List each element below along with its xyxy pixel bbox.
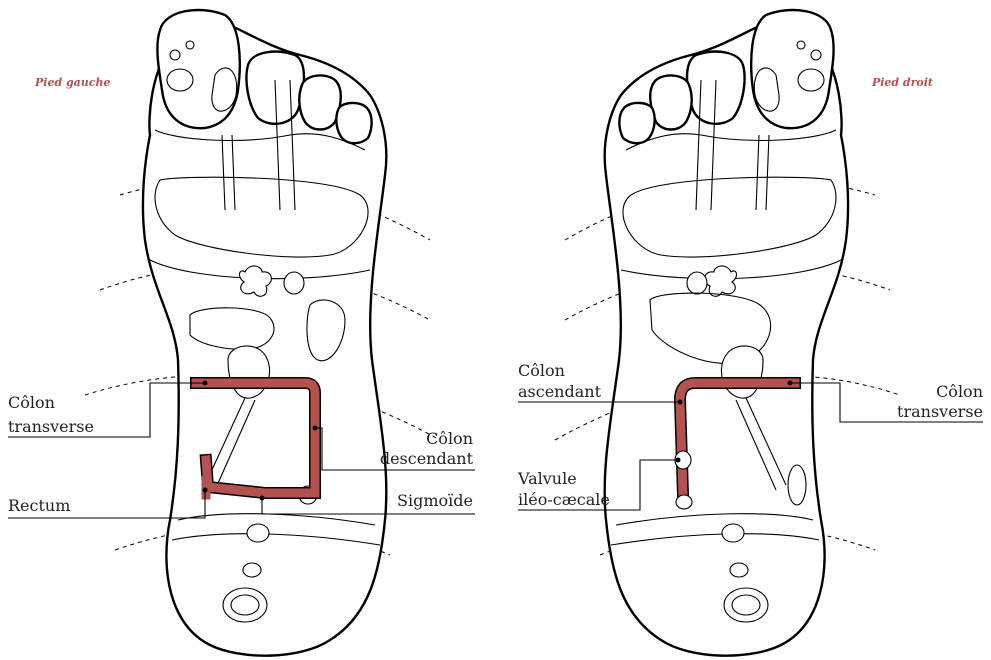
zone-heel xyxy=(247,524,269,542)
toe-4 xyxy=(619,103,654,143)
toe-zone xyxy=(797,41,805,49)
leader-dot xyxy=(313,426,318,431)
leader-dot xyxy=(203,488,208,493)
big-toe xyxy=(751,10,833,128)
leader-dot xyxy=(260,496,265,501)
zone-heel xyxy=(724,588,768,622)
right-foot: Pied droit Côlon ascendant Valvule iléo-… xyxy=(517,10,983,656)
toe-zone xyxy=(167,69,193,91)
leader-dot xyxy=(788,381,793,386)
zone-bladder xyxy=(788,465,806,505)
toe-3 xyxy=(650,75,691,129)
leader-dot xyxy=(203,381,208,386)
toe-zone xyxy=(798,69,824,91)
label-colon-descendant: Côlon xyxy=(426,429,473,448)
label-colon-descendant-2: descendant xyxy=(380,449,474,468)
label-colon-transverse-left: Côlon xyxy=(8,393,55,412)
label-rectum: Rectum xyxy=(8,496,70,515)
label-colon-ascendant: Côlon xyxy=(518,361,565,380)
leader-dot xyxy=(678,400,683,405)
zone-heel xyxy=(730,563,748,577)
toe-4 xyxy=(336,103,371,143)
appendix-marker xyxy=(676,495,692,509)
title-left-foot: Pied gauche xyxy=(34,76,110,89)
toe-zone xyxy=(811,50,821,60)
zone-heel xyxy=(223,588,267,622)
toe-zone xyxy=(170,50,180,60)
label-valvule-2: iléo-cæcale xyxy=(518,490,610,509)
toe-3 xyxy=(299,75,340,129)
zone-heel xyxy=(243,563,261,577)
label-sigmoide: Sigmoïde xyxy=(397,491,473,510)
zone-heel xyxy=(722,524,744,542)
label-colon-transverse-right: Côlon xyxy=(936,382,983,401)
big-toe xyxy=(157,10,239,128)
toe-zone xyxy=(186,41,194,49)
label-colon-transverse-left-2: transverse xyxy=(8,417,94,436)
title-right-foot: Pied droit xyxy=(871,76,933,89)
label-valvule: Valvule xyxy=(517,469,577,488)
label-colon-transverse-right-2: transverse xyxy=(897,402,983,421)
zone-adrenal xyxy=(284,272,304,294)
left-foot: Pied gauche Côlon transverse Côlon desce… xyxy=(8,10,475,656)
leader-dot xyxy=(676,458,681,463)
label-colon-ascendant-2: ascendant xyxy=(518,382,602,401)
zone-adrenal xyxy=(687,272,707,294)
